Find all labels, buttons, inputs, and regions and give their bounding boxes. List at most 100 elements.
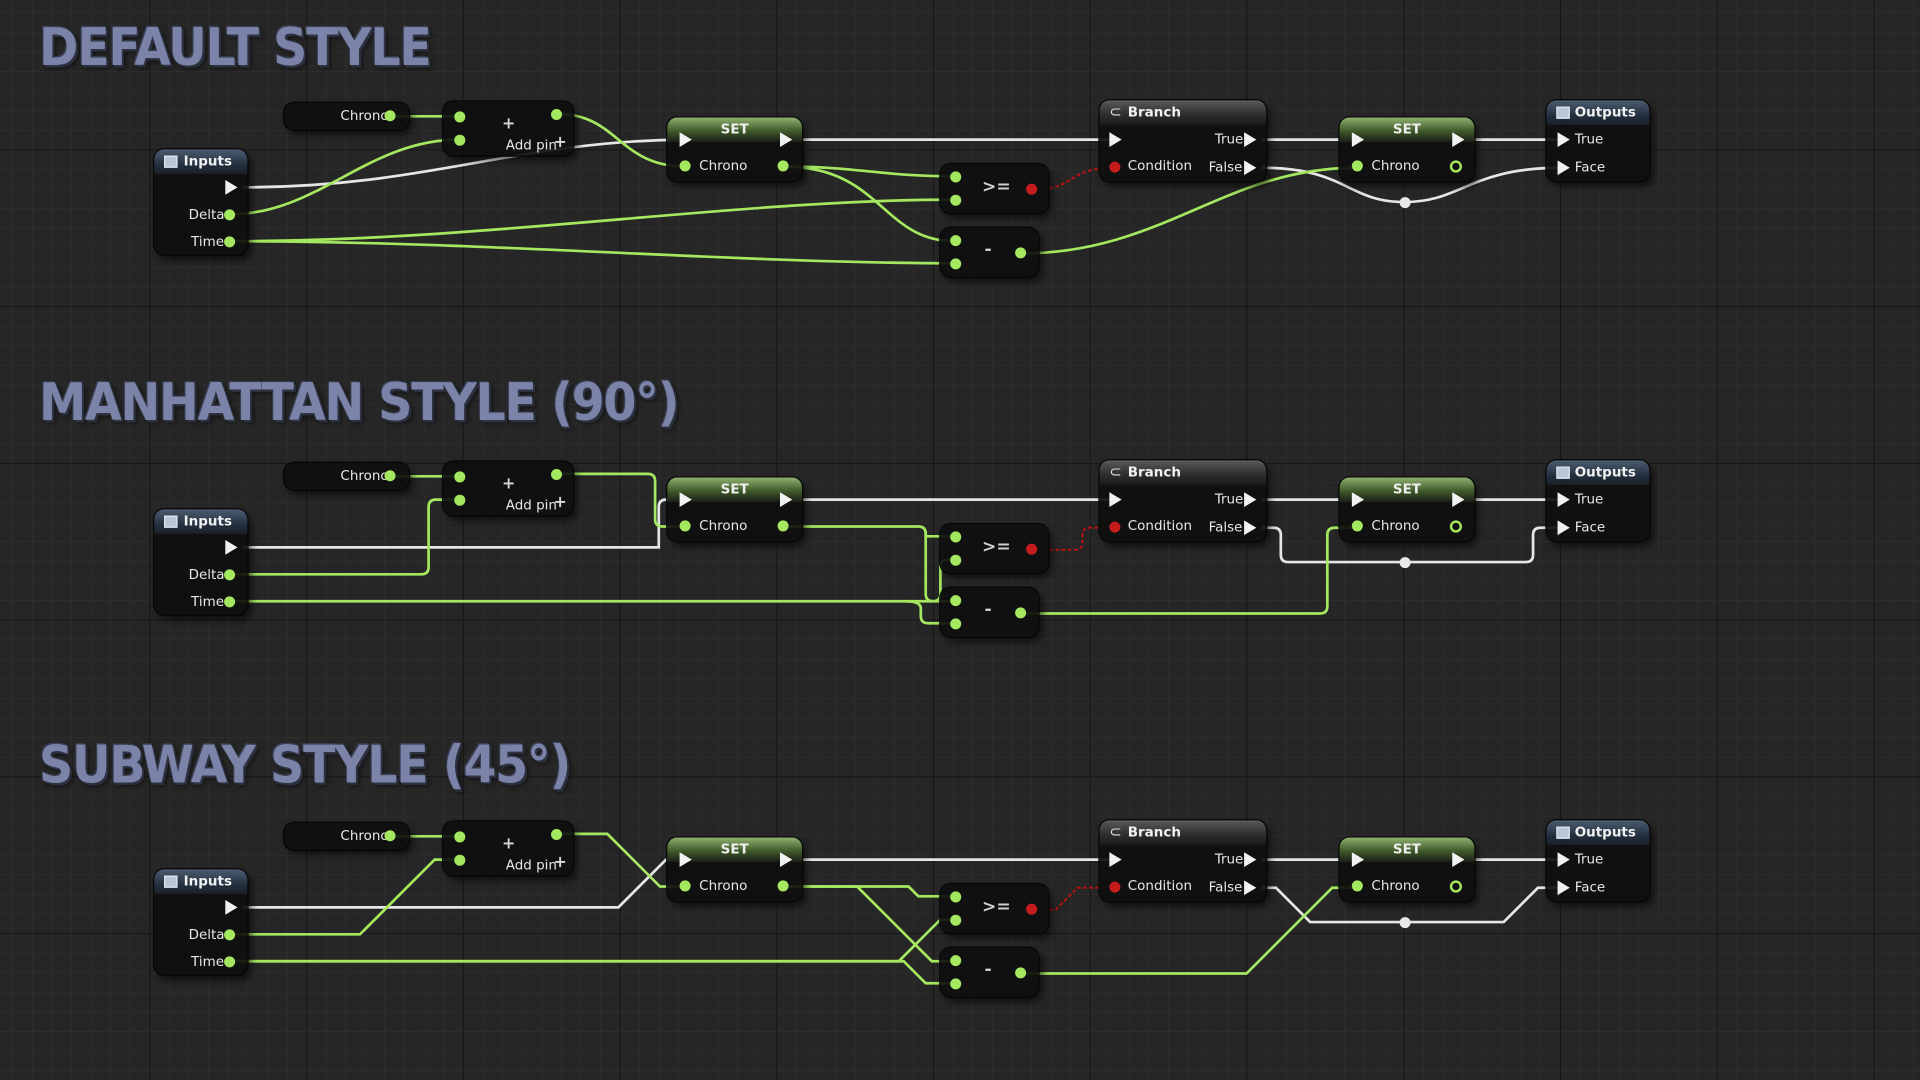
set-exec-out-pin[interactable]	[780, 852, 793, 867]
outputs-node[interactable]: Outputs True Face	[1546, 460, 1650, 542]
delta-output-pin[interactable]	[224, 929, 236, 941]
set2-chrono-output-pin[interactable]	[1449, 160, 1463, 173]
set-chrono-node-2[interactable]: SET Chrono	[1339, 117, 1475, 182]
set-chrono-node-2[interactable]: SET Chrono	[1339, 837, 1475, 902]
add-pin-label[interactable]: Add pin	[505, 137, 557, 154]
subtract-input-a-pin[interactable]	[950, 955, 962, 967]
time-output-pin[interactable]	[224, 956, 236, 968]
chrono-output-pin[interactable]	[384, 110, 396, 122]
branch-exec-in-pin[interactable]	[1109, 492, 1122, 507]
gte-bool-output-pin[interactable]	[1026, 183, 1038, 195]
outputs-true-in-pin[interactable]	[1557, 852, 1570, 867]
branch-true-out-pin[interactable]	[1244, 132, 1257, 147]
inputs-exec-out-pin[interactable]	[225, 900, 238, 915]
set2-exec-in-pin[interactable]	[1351, 132, 1365, 147]
subtract-node[interactable]: -	[940, 587, 1039, 637]
subtract-output-pin[interactable]	[1015, 967, 1027, 979]
get-chrono-node[interactable]: Chrono	[284, 462, 409, 490]
gte-bool-output-pin[interactable]	[1026, 903, 1038, 915]
set2-exec-in-pin[interactable]	[1351, 852, 1365, 867]
branch-true-out-pin[interactable]	[1244, 492, 1257, 507]
gte-input-a-pin[interactable]	[950, 891, 962, 903]
inputs-node[interactable]: Inputs Delta Time	[154, 149, 248, 255]
inputs-exec-out-pin[interactable]	[225, 540, 238, 555]
set-chrono-input-pin[interactable]	[679, 880, 691, 892]
branch-exec-in-pin[interactable]	[1109, 852, 1122, 867]
gte-bool-output-pin[interactable]	[1026, 543, 1038, 555]
add-pin-plus-icon[interactable]: +	[553, 493, 567, 512]
set2-exec-out-pin[interactable]	[1452, 852, 1465, 867]
set2-exec-in-pin[interactable]	[1351, 492, 1365, 507]
outputs-true-in-pin[interactable]	[1557, 492, 1570, 507]
outputs-face-in-pin[interactable]	[1557, 160, 1570, 176]
add-pin-label[interactable]: Add pin	[505, 497, 557, 514]
set-chrono-input-pin[interactable]	[679, 520, 691, 532]
set-chrono-output-pin[interactable]	[777, 160, 789, 172]
outputs-true-in-pin[interactable]	[1557, 132, 1570, 147]
subtract-input-b-pin[interactable]	[950, 978, 962, 990]
chrono-output-pin[interactable]	[384, 830, 396, 842]
delta-output-pin[interactable]	[224, 569, 236, 581]
add-pin-plus-icon[interactable]: +	[553, 853, 567, 872]
branch-condition-pin[interactable]	[1109, 521, 1121, 533]
set2-chrono-input-pin[interactable]	[1351, 880, 1363, 892]
add-input-b-pin[interactable]	[454, 854, 466, 866]
gte-input-b-pin[interactable]	[950, 194, 962, 206]
add-input-a-pin[interactable]	[454, 831, 466, 843]
set-chrono-output-pin[interactable]	[777, 880, 789, 892]
subtract-node[interactable]: -	[940, 227, 1039, 277]
set-chrono-node[interactable]: SET Chrono	[667, 837, 803, 902]
branch-exec-in-pin[interactable]	[1109, 132, 1122, 147]
add-output-pin[interactable]	[551, 108, 563, 121]
subtract-node[interactable]: -	[940, 947, 1039, 997]
chrono-output-pin[interactable]	[384, 470, 396, 482]
set2-chrono-input-pin[interactable]	[1351, 520, 1363, 532]
set-chrono-node[interactable]: SET Chrono	[667, 117, 803, 182]
add-output-pin[interactable]	[551, 468, 563, 481]
outputs-node[interactable]: Outputs True Face	[1546, 820, 1650, 902]
time-output-pin[interactable]	[224, 596, 236, 608]
set2-exec-out-pin[interactable]	[1452, 492, 1465, 507]
reroute-knot[interactable]	[1399, 917, 1411, 929]
branch-node[interactable]: ⊂ Branch True Condition False	[1099, 820, 1267, 902]
reroute-knot[interactable]	[1399, 557, 1411, 569]
set-exec-out-pin[interactable]	[780, 132, 793, 147]
set-exec-in-pin[interactable]	[679, 852, 692, 867]
branch-condition-pin[interactable]	[1109, 161, 1121, 173]
set-exec-out-pin[interactable]	[780, 492, 793, 507]
branch-node[interactable]: ⊂ Branch True Condition False	[1099, 100, 1267, 182]
add-input-a-pin[interactable]	[454, 111, 466, 123]
greater-equal-node[interactable]: >=	[940, 884, 1049, 934]
branch-false-out-pin[interactable]	[1244, 160, 1257, 176]
gte-input-a-pin[interactable]	[950, 531, 962, 543]
set-chrono-output-pin[interactable]	[777, 520, 789, 532]
branch-false-out-pin[interactable]	[1244, 880, 1257, 896]
delta-output-pin[interactable]	[224, 209, 236, 221]
set2-chrono-input-pin[interactable]	[1351, 160, 1363, 172]
greater-equal-node[interactable]: >=	[940, 524, 1049, 574]
set2-chrono-output-pin[interactable]	[1449, 880, 1463, 893]
time-output-pin[interactable]	[224, 236, 236, 248]
set-chrono-node[interactable]: SET Chrono	[667, 477, 803, 542]
outputs-face-in-pin[interactable]	[1557, 880, 1570, 896]
gte-input-a-pin[interactable]	[950, 171, 962, 183]
add-input-b-pin[interactable]	[454, 134, 466, 146]
set-chrono-input-pin[interactable]	[679, 160, 691, 172]
add-input-b-pin[interactable]	[454, 494, 466, 506]
inputs-exec-out-pin[interactable]	[225, 180, 238, 195]
subtract-input-b-pin[interactable]	[950, 258, 962, 270]
subtract-input-a-pin[interactable]	[950, 595, 962, 607]
branch-condition-pin[interactable]	[1109, 881, 1121, 893]
subtract-input-b-pin[interactable]	[950, 618, 962, 630]
greater-equal-node[interactable]: >=	[940, 164, 1049, 214]
inputs-node[interactable]: Inputs Delta Time	[154, 509, 248, 615]
branch-node[interactable]: ⊂ Branch True Condition False	[1099, 460, 1267, 542]
set2-exec-out-pin[interactable]	[1452, 132, 1465, 147]
set-chrono-node-2[interactable]: SET Chrono	[1339, 477, 1475, 542]
get-chrono-node[interactable]: Chrono	[284, 102, 409, 130]
add-output-pin[interactable]	[551, 828, 563, 841]
subtract-output-pin[interactable]	[1015, 607, 1027, 619]
set-exec-in-pin[interactable]	[679, 492, 692, 507]
add-node[interactable]: + Add pin +	[443, 101, 574, 156]
